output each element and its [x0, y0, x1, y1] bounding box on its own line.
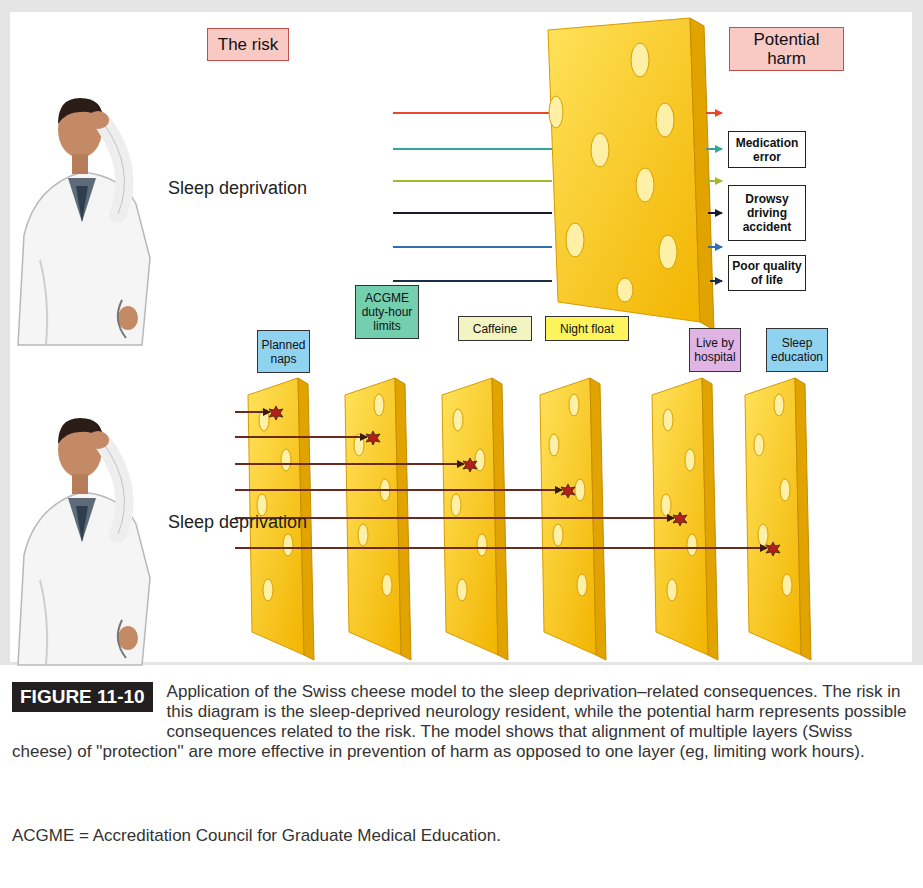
harm-box: Drowsy driving accident [728, 185, 806, 241]
figure-number: FIGURE 11-10 [20, 686, 145, 707]
box-text: Night float [560, 322, 614, 336]
layer-label: Sleep education [766, 328, 828, 372]
box-text: Potential harm [733, 30, 840, 68]
box-text: Medication error [732, 136, 802, 164]
box-text: The risk [218, 35, 278, 54]
layer-label: Night float [545, 316, 629, 341]
harm-box: Poor quality of life [728, 255, 806, 291]
figure-tag: FIGURE 11-10 [12, 682, 153, 712]
box-text: Caffeine [473, 322, 517, 336]
layer-label: Caffeine [458, 316, 532, 341]
box-text: Live by hospital [693, 336, 737, 364]
caption-area: FIGURE 11-10Application of the Swiss che… [12, 682, 910, 762]
box-text: Sleep education [770, 336, 824, 364]
harm-header-box: Potential harm [729, 27, 844, 71]
risk-box: The risk [207, 28, 289, 61]
box-text: Poor quality of life [732, 259, 802, 287]
box-text: ACGME duty-hour limits [359, 291, 415, 333]
risk-label: Sleep deprivation [168, 178, 307, 199]
layer-label: Planned naps [257, 330, 310, 373]
layer-label: ACGME duty-hour limits [355, 285, 419, 339]
box-text: Planned naps [261, 338, 306, 366]
box-text: Drowsy driving accident [732, 192, 802, 234]
abbreviation-note: ACGME = Accreditation Council for Gradua… [12, 826, 501, 846]
harm-box: Medication error [728, 131, 806, 168]
risk-label: Sleep deprivation [168, 512, 307, 533]
layer-label: Live by hospital [689, 328, 741, 372]
